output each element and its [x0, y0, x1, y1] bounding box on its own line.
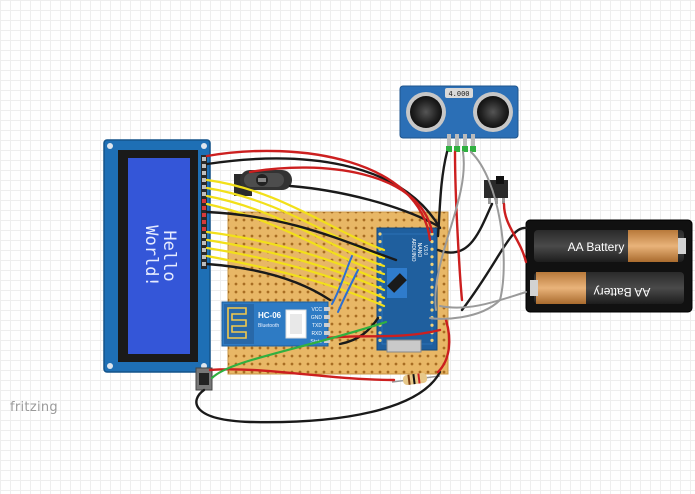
lcd-text-line2: World! [141, 225, 161, 286]
battery-cell-2: AA Battery [530, 272, 684, 304]
lcd-pin [202, 164, 206, 168]
arduino-pin [378, 240, 382, 244]
bluetooth-pin [324, 339, 330, 343]
lcd-pin [202, 178, 206, 182]
lcd-pin [202, 248, 206, 252]
lcd-pin [202, 199, 206, 203]
lcd-pin [202, 185, 206, 189]
bluetooth-pin [324, 331, 330, 335]
arduino-pin [430, 255, 434, 259]
lcd-pin [202, 171, 206, 175]
bluetooth-model-label: HC-06 [258, 311, 282, 320]
arduino-pin [430, 278, 434, 282]
arduino-pin [430, 240, 434, 244]
lcd-pin [202, 241, 206, 245]
bluetooth-pin [324, 315, 330, 319]
lcd-pin [202, 206, 206, 210]
battery-cell-1-label: AA Battery [568, 240, 625, 254]
arduino-label-line2: NANO [416, 243, 422, 258]
lcd-pin [202, 213, 206, 217]
lcd-pin [202, 255, 206, 259]
fritzing-brand-label: fritzing [10, 400, 58, 415]
lcd-pin [202, 227, 206, 231]
bluetooth-pin-label: VCC [311, 307, 322, 313]
battery-cell-2-label: AA Battery [594, 285, 651, 299]
ultrasonic-sensor: 4.000 [399, 85, 519, 152]
arduino-pin [430, 293, 434, 297]
lcd-screen [128, 158, 190, 354]
wires-blue [331, 255, 359, 313]
arduino-pin [430, 270, 434, 274]
bluetooth-pin [324, 307, 330, 311]
lcd-text-line1: Hello [159, 230, 179, 281]
bluetooth-pin [324, 323, 330, 327]
arduino-pin [378, 338, 382, 342]
battery-pack: AA Battery AA Battery [525, 219, 693, 313]
arduino-pin [378, 316, 382, 320]
wires-yellow [205, 178, 386, 308]
wires [195, 149, 528, 424]
bluetooth-pin-label: TXD [312, 323, 322, 329]
lcd-pin [202, 234, 206, 238]
bluetooth-subtitle-label: Bluetooth [258, 323, 279, 329]
lcd-pin [202, 220, 206, 224]
arduino-pin [430, 232, 434, 236]
bluetooth-pin-label: GND [311, 315, 323, 321]
lcd-pin [202, 157, 206, 161]
arduino-pin [430, 247, 434, 251]
arduino-pin [378, 308, 382, 312]
arduino-pin [430, 308, 434, 312]
lcd-header-pins [201, 155, 207, 269]
arduino-pin [430, 323, 434, 327]
wires-gray [429, 151, 527, 320]
arduino-label-line3: V3.0 [422, 245, 428, 256]
arduino-pin [378, 331, 382, 335]
arduino-pin [430, 262, 434, 266]
battery-cell-1: AA Battery [534, 230, 686, 262]
ultrasonic-pins [446, 134, 476, 152]
lcd-module: Hello World! [103, 139, 211, 373]
wire-green [210, 320, 388, 380]
arduino-pin [378, 232, 382, 236]
wires-black [195, 150, 528, 424]
arduino-pin [430, 338, 434, 342]
lcd-pin [202, 262, 206, 266]
arduino-pin [430, 285, 434, 289]
resistor [391, 373, 441, 385]
arduino-nano: ARDUINO NANO V3.0 [376, 227, 438, 353]
arduino-label-line1: ARDUINO [410, 238, 416, 261]
ultrasonic-display-label: 4.000 [448, 90, 469, 98]
lcd-pin [202, 192, 206, 196]
arduino-pin [430, 300, 434, 304]
bluetooth-pin-label: RXD [311, 331, 322, 337]
push-button [195, 367, 213, 391]
potentiometer [234, 170, 292, 196]
